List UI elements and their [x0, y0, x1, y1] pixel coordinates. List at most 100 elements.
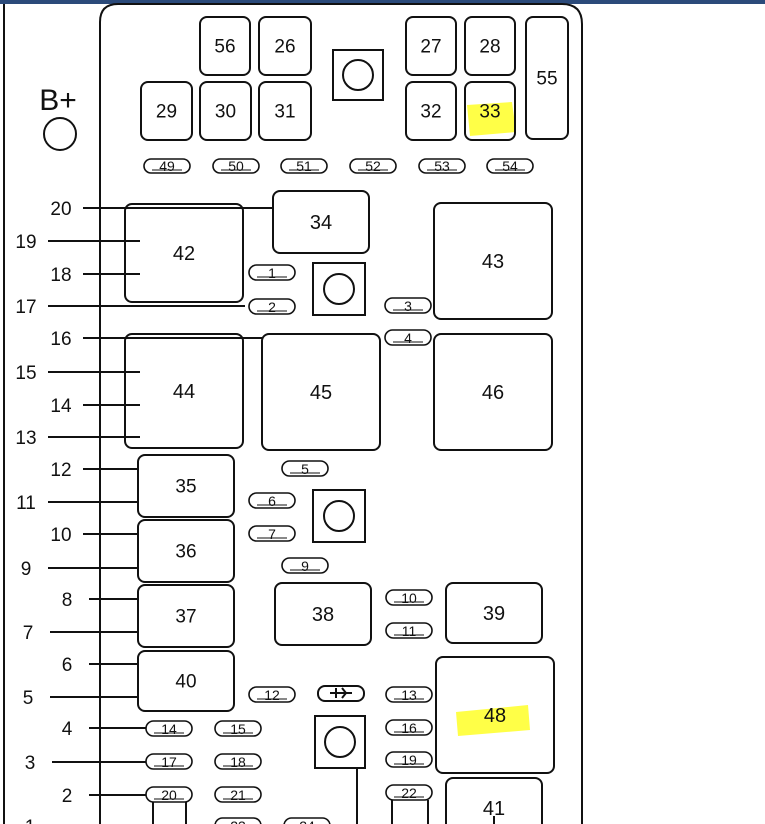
pin-label: 15 [15, 363, 36, 384]
fuse-52[interactable]: 52 [349, 158, 397, 174]
pin-lines: 2019181716151413121110987654321 [15, 199, 273, 824]
relay-35[interactable]: 35 [137, 454, 235, 518]
relay-30[interactable]: 30 [199, 81, 252, 141]
fuse-51[interactable]: 51 [280, 158, 328, 174]
fuse-54[interactable]: 54 [486, 158, 534, 174]
fuse-body [145, 786, 193, 803]
relay-39[interactable]: 39 [445, 582, 543, 644]
fuse-4[interactable]: 4 [384, 329, 432, 346]
relay-29[interactable]: 29 [140, 81, 193, 141]
fuse-label: 2 [268, 299, 276, 315]
fuse-10[interactable]: 10 [385, 589, 433, 606]
relay-label: 32 [420, 102, 441, 123]
fuse-body [384, 297, 432, 314]
fuse-label: 23 [230, 818, 246, 824]
fuse-50[interactable]: 50 [212, 158, 260, 174]
fuse-13[interactable]: 13 [385, 686, 433, 703]
relay-32[interactable]: 32 [405, 81, 457, 141]
fuse-1[interactable]: 1 [248, 264, 296, 281]
bolt-icon [312, 262, 366, 316]
relay-28[interactable]: 28 [464, 16, 516, 76]
fuse-9[interactable]: 9 [281, 557, 329, 574]
pin-13: 13 [15, 428, 140, 449]
fuse-label: 13 [401, 687, 417, 703]
pin-label: 5 [23, 688, 34, 709]
relay-43[interactable]: 43 [433, 202, 553, 320]
relay-box [445, 582, 543, 644]
fuse-11[interactable]: 11 [385, 622, 433, 639]
pin-label: 17 [15, 297, 36, 318]
pin-label: 4 [62, 719, 73, 740]
fuse-3[interactable]: 3 [384, 297, 432, 314]
fuse-19[interactable]: 19 [385, 751, 433, 768]
pin-label: 14 [50, 396, 72, 417]
relay-44[interactable]: 44 [124, 333, 244, 449]
relay-48[interactable]: 48 [435, 656, 555, 774]
fuse-box-outline [99, 3, 583, 824]
pin-label: 13 [15, 428, 36, 449]
pin-7: 7 [23, 623, 138, 644]
fuse-7[interactable]: 7 [248, 525, 296, 542]
fuse-17[interactable]: 17 [145, 753, 193, 770]
fuse-20[interactable]: 20 [145, 786, 193, 803]
pin-label: 7 [23, 623, 34, 644]
relay-41[interactable]: 41 [445, 777, 543, 824]
fuse-15[interactable]: 15 [214, 720, 262, 737]
fuse-body [214, 753, 262, 770]
relay-55[interactable]: 55 [525, 16, 569, 140]
pin-17: 17 [15, 297, 245, 318]
fuse-12[interactable]: 12 [248, 686, 296, 703]
fuse-body [214, 817, 262, 824]
pin-label: 18 [50, 265, 71, 286]
fuse-label: 14 [161, 721, 177, 737]
relay-26[interactable]: 26 [258, 16, 312, 76]
relay-40[interactable]: 40 [137, 650, 235, 712]
highlight-mark-33 [467, 102, 516, 136]
relay-36[interactable]: 36 [137, 519, 235, 583]
relay-27[interactable]: 27 [405, 16, 457, 76]
fuse-2[interactable]: 2 [248, 298, 296, 315]
relay-label: 39 [483, 603, 505, 625]
relay-37[interactable]: 37 [137, 584, 235, 648]
fuse-body [214, 786, 262, 803]
relay-46[interactable]: 46 [433, 333, 553, 451]
fuse-14[interactable]: 14 [145, 720, 193, 737]
fuse-label: 1 [268, 265, 276, 281]
fuse-49[interactable]: 49 [143, 158, 191, 174]
fuse-label: 4 [404, 330, 412, 346]
fuse-label: 12 [264, 687, 280, 703]
relay-label: 27 [420, 37, 441, 58]
bolt-icon [332, 49, 384, 101]
fuse-24[interactable]: 24 [283, 817, 331, 824]
relay-42[interactable]: 42 [124, 203, 244, 303]
relay-box [137, 454, 235, 518]
pin-label: 10 [50, 525, 71, 546]
relay-box [525, 16, 569, 140]
pin-20: 20 [50, 199, 273, 220]
fuse-18[interactable]: 18 [214, 753, 262, 770]
relay-38[interactable]: 38 [274, 582, 372, 646]
fuse-22[interactable]: 22 [385, 784, 433, 801]
relay-31[interactable]: 31 [258, 81, 312, 141]
fuse-23[interactable]: 23 [214, 817, 262, 824]
relay-45[interactable]: 45 [261, 333, 381, 451]
relay-33[interactable]: 33 [464, 81, 516, 141]
fuse-53[interactable]: 53 [418, 158, 466, 174]
relay-34[interactable]: 34 [272, 190, 370, 254]
fuse-5[interactable]: 5 [281, 460, 329, 477]
relay-label: 36 [175, 542, 196, 563]
relay-label: 41 [483, 798, 505, 820]
pin-label: 1 [25, 817, 36, 824]
pin-label: 16 [50, 329, 71, 350]
pin-label: 3 [25, 753, 36, 774]
fuse-label: 21 [230, 787, 246, 803]
relay-56[interactable]: 56 [199, 16, 251, 76]
fuse-label: 49 [159, 158, 175, 174]
fuse-label: 10 [401, 590, 417, 606]
fuse-6[interactable]: 6 [248, 492, 296, 509]
fuse-body [384, 329, 432, 346]
fuse-16[interactable]: 16 [385, 719, 433, 736]
fuse-label: 5 [301, 461, 309, 477]
relay-label: 29 [156, 102, 177, 123]
fuse-21[interactable]: 21 [214, 786, 262, 803]
